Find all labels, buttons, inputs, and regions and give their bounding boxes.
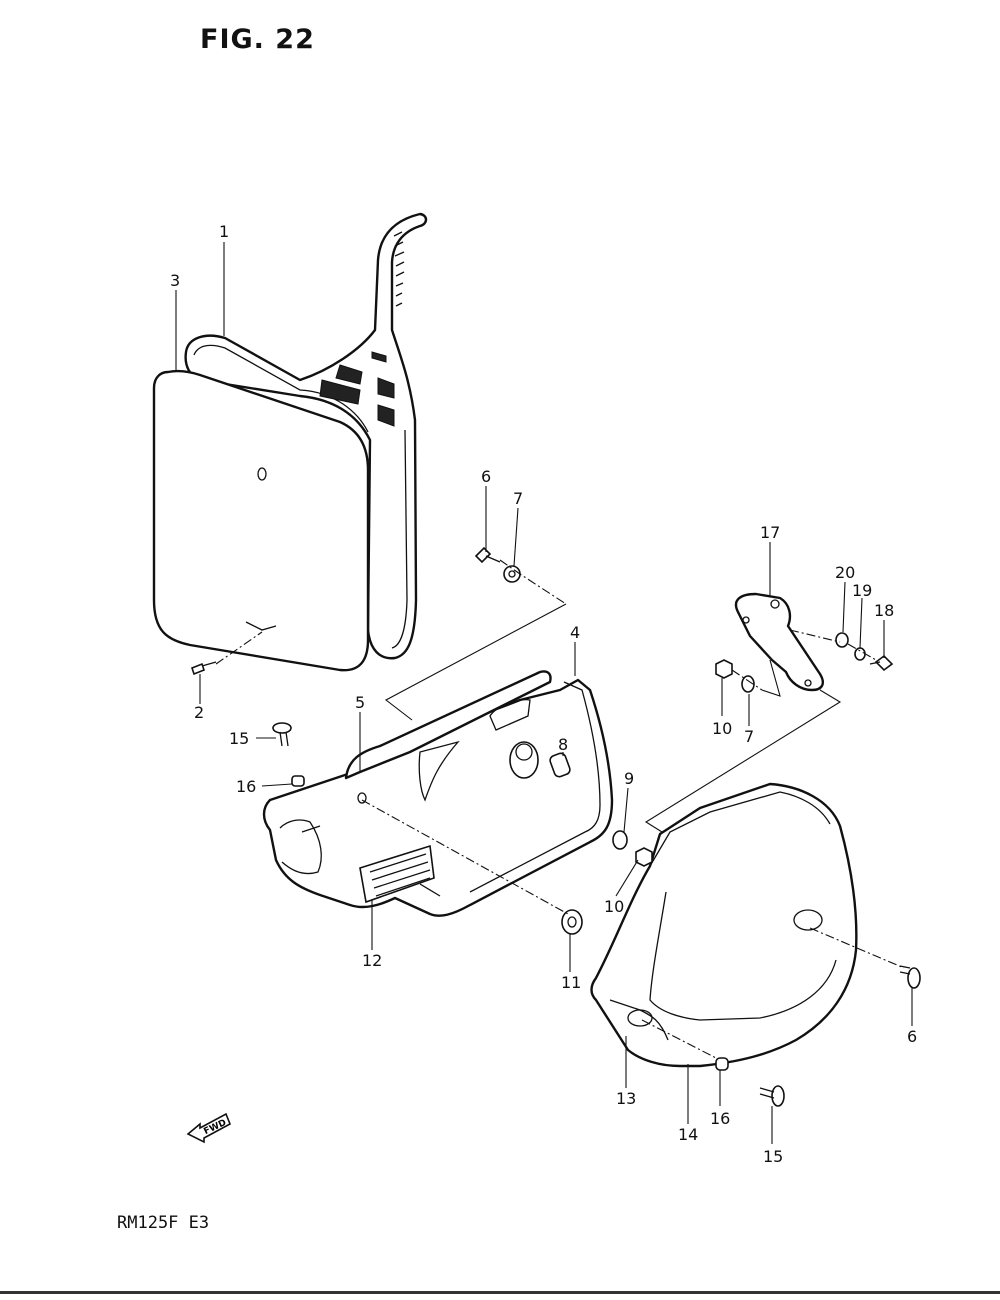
callout-2: 2: [194, 703, 204, 722]
callout-5: 5: [355, 693, 365, 712]
mount-bracket: [734, 592, 824, 692]
right-side-cover: [590, 782, 858, 1068]
model-code: RM125F E3: [117, 1213, 210, 1233]
callout-10-upper: 10: [712, 719, 732, 738]
callout-18: 18: [874, 601, 894, 620]
callout-11: 11: [561, 973, 581, 992]
callout-10: 10: [604, 897, 624, 916]
callout-3: 3: [170, 271, 180, 290]
callout-leaders: [175, 242, 913, 1144]
forward-arrow-icon: FWD: [186, 1112, 232, 1144]
callout-16-right: 16: [710, 1109, 730, 1128]
figure-title: FIG. 22: [200, 24, 315, 55]
number-plate: [152, 369, 370, 672]
callout-6-right: 6: [907, 1027, 917, 1046]
callout-12: 12: [362, 951, 382, 970]
callout-7: 7: [513, 489, 523, 508]
callout-7-right: 7: [744, 727, 754, 746]
hardware: [191, 546, 921, 1107]
left-side-cover: [262, 670, 614, 917]
callout-15-right: 15: [763, 1147, 783, 1166]
bottom-border: [0, 1291, 1000, 1294]
callout-16: 16: [236, 777, 256, 796]
callout-9: 9: [624, 769, 634, 788]
callout-15: 15: [229, 729, 249, 748]
number-plate-bracket: [184, 212, 428, 660]
callout-13: 13: [616, 1089, 636, 1108]
callout-4: 4: [570, 623, 580, 642]
callout-20: 20: [835, 563, 855, 582]
callout-1: 1: [219, 222, 229, 241]
callout-17: 17: [760, 523, 780, 542]
callout-labels: 1 3 2 6 7 4 5 15 16 8 9 10 12 11 17 20 1…: [170, 222, 917, 1166]
callout-14: 14: [678, 1125, 698, 1144]
callout-8: 8: [558, 735, 568, 754]
callout-19: 19: [852, 581, 872, 600]
assembly-guide-lines: [215, 559, 905, 1059]
callout-6: 6: [481, 467, 491, 486]
